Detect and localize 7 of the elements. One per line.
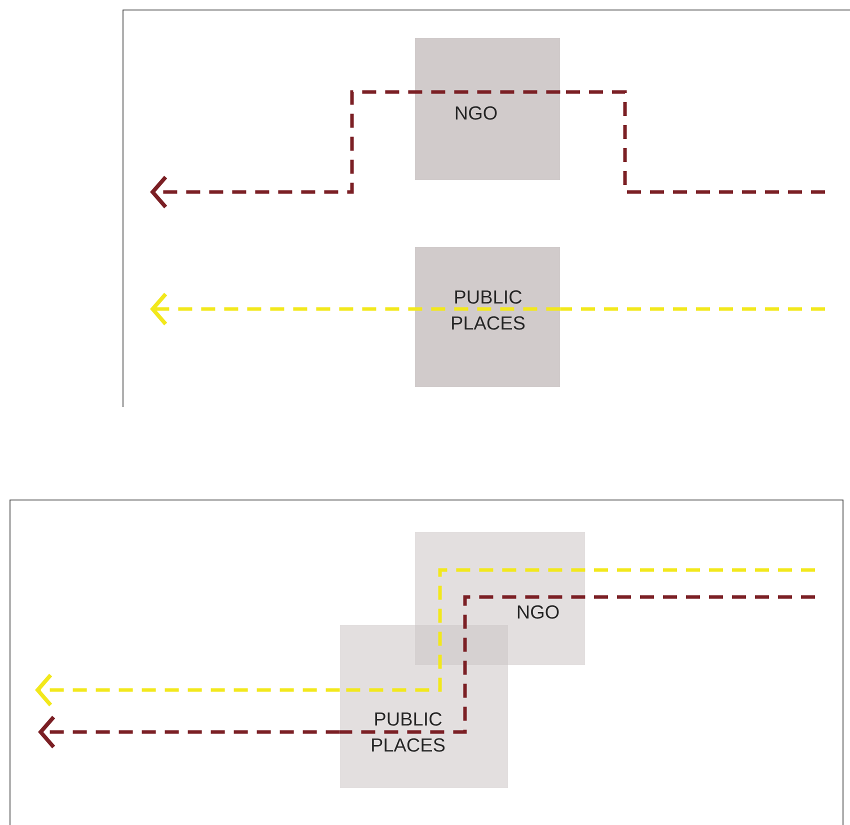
dashed-arrow — [150, 292, 560, 326]
place-box: NGO — [415, 38, 560, 180]
dashed-arrow — [38, 716, 340, 748]
dashed-arrow — [35, 674, 340, 706]
dashed-arrow — [150, 90, 560, 208]
place-box: PUBLIC PLACES — [415, 247, 560, 387]
place-box: PUBLIC PLACES — [340, 625, 508, 788]
